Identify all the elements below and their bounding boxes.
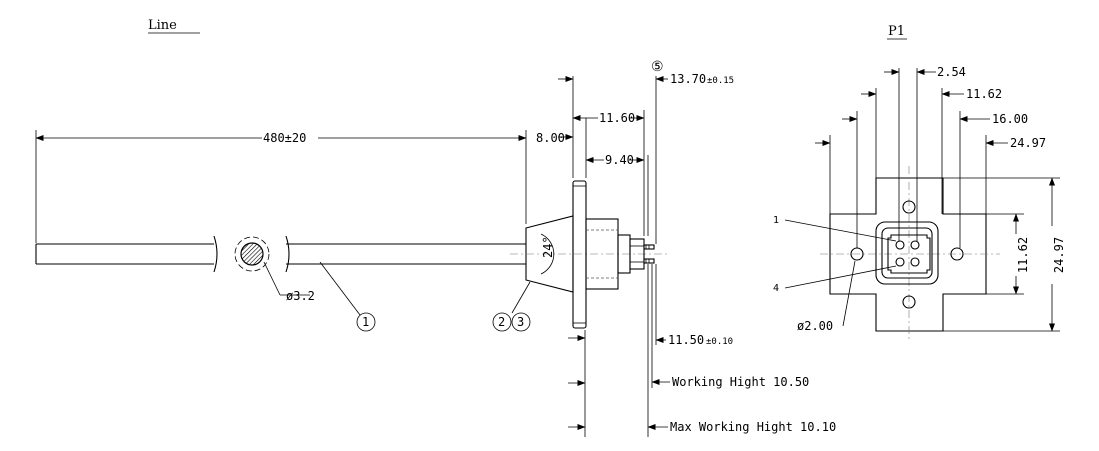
svg-text:±0.10: ±0.10 <box>706 337 733 347</box>
max-working-height-dim: Max Working Hight 10.10 <box>647 420 836 434</box>
svg-text:11.50: 11.50 <box>668 333 704 347</box>
svg-text:2.54: 2.54 <box>937 65 966 79</box>
svg-text:2: 2 <box>498 315 505 329</box>
dim-11-60: 11.60 <box>572 111 645 125</box>
max-working-height-label: Max Working Hight 10.10 <box>670 420 836 434</box>
flange-thickness-label: 8.00 <box>536 131 565 145</box>
svg-text:13.70: 13.70 <box>670 72 706 86</box>
boot-angle-label: 24° <box>541 236 555 258</box>
dim-11-62-side: 11.62 <box>1013 213 1030 295</box>
svg-text:1: 1 <box>362 315 369 329</box>
cable-length-label: 480±20 <box>263 131 306 145</box>
hole-diameter-callout: ø2.00 <box>797 260 856 333</box>
center-lines <box>820 166 1000 342</box>
svg-text:11.62: 11.62 <box>966 87 1002 101</box>
connector-body <box>585 218 645 290</box>
working-height-dim: Working Hight 10.50 <box>651 375 809 389</box>
svg-text:11.60: 11.60 <box>599 111 635 125</box>
svg-text:4: 4 <box>773 283 779 294</box>
dim-16-00: 16.00 <box>842 112 1028 126</box>
svg-text:1: 1 <box>773 215 779 226</box>
part-symbol: ⑤ <box>651 59 664 75</box>
svg-text:24.97: 24.97 <box>1010 136 1046 150</box>
socket-housing <box>875 221 939 285</box>
cable-cross-section: ø3.2 <box>234 236 315 303</box>
svg-text:±0.15: ±0.15 <box>707 76 734 86</box>
p1-view-title: P1 <box>888 24 905 39</box>
dim-13-70: ⑤ 13.70 ±0.15 <box>558 59 734 86</box>
dim-8-00: 8.00 <box>536 131 574 145</box>
svg-text:11.62: 11.62 <box>1016 237 1030 273</box>
dim-2-54: 2.54 <box>884 65 966 79</box>
svg-text:3: 3 <box>517 315 524 329</box>
boot: 24° <box>510 215 670 293</box>
mounting-holes <box>850 200 964 309</box>
cable-length-dimension: 480±20 <box>35 130 527 243</box>
flange-bottom-arrows <box>568 335 586 430</box>
svg-text:24.97: 24.97 <box>1052 237 1066 273</box>
socket-pins <box>895 240 920 267</box>
flange <box>572 180 587 329</box>
cable-diameter-label: ø3.2 <box>286 289 315 303</box>
dim-24-97-top: 24.97 <box>815 136 1046 150</box>
side-extension-lines-top <box>572 76 657 244</box>
side-extension-lines-bottom <box>584 264 657 437</box>
balloon-2-3: 2 3 <box>492 281 531 332</box>
front-extension-lines-top <box>829 68 987 248</box>
svg-text:ø2.00: ø2.00 <box>797 319 833 333</box>
line-view-title: Line <box>148 18 177 33</box>
dim-11-62-top: 11.62 <box>861 87 1002 101</box>
connector-pins <box>643 244 655 264</box>
pin-labels: 1 4 <box>773 215 897 294</box>
balloon-1: 1 <box>319 261 376 332</box>
dim-9-40: 9.40 <box>585 153 645 167</box>
dim-24-97-side: 24.97 <box>1049 177 1066 332</box>
cable <box>35 235 526 273</box>
front-extension-lines-right <box>943 177 1060 332</box>
svg-text:16.00: 16.00 <box>992 112 1028 126</box>
working-height-label: Working Hight 10.50 <box>672 375 809 389</box>
svg-text:9.40: 9.40 <box>605 153 634 167</box>
dim-11-50: 11.50 ±0.10 <box>655 333 733 347</box>
